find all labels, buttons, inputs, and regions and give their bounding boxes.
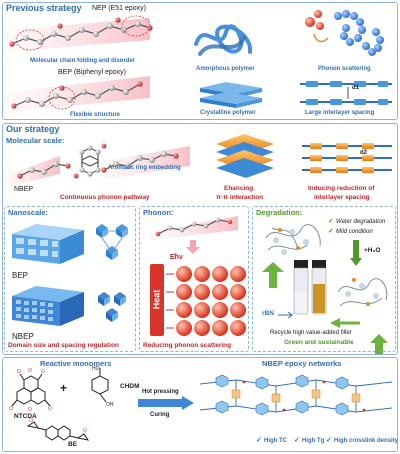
inducing-label-2: interlayer spacing (314, 194, 370, 201)
amorphous-polymer-graphic (194, 24, 253, 56)
chdm-structure: HO OH (91, 366, 114, 408)
degradation-panel (252, 206, 396, 352)
svg-text:OH: OH (106, 402, 114, 408)
be-structure: OO (26, 418, 90, 441)
degradation-title: Degradation: (256, 208, 303, 217)
be-label: BE (68, 441, 78, 448)
bottom-panel (2, 357, 398, 452)
our-strategy-title: Our strategy (6, 124, 60, 134)
crystalline-label: Crystalline polymer (200, 110, 256, 116)
phonon-sphere-lattice (166, 266, 246, 336)
green-label: Green and sustainable (284, 339, 354, 346)
reactive-title: Reactive monomers (40, 359, 112, 368)
crosslink-label: High crosslink density (334, 438, 399, 444)
recycle-label: Recycle high value-added filler (270, 330, 352, 336)
nep-molecule (8, 15, 153, 112)
pi-pi-graphic (216, 134, 274, 178)
check-1-mark: ✓ (328, 218, 334, 225)
check-2-mark: ✓ (328, 228, 334, 235)
our-strategy-panel (2, 123, 398, 355)
domain-label: Domain size and spacing regulation (8, 342, 119, 349)
nbep-domain-icons (98, 292, 126, 322)
flexible-label: Flexible structure (70, 112, 121, 118)
svg-text:O: O (28, 368, 32, 374)
nbep-molecule-label: NBEP (14, 186, 34, 193)
network-cluster-right (337, 278, 388, 307)
nano-nbep-label: NBEP (12, 332, 34, 341)
phonon-molecule (150, 216, 238, 240)
tc-check: ✓ (256, 437, 262, 444)
recycle-arrow-left (262, 262, 284, 288)
aromatic-molecule (73, 143, 107, 179)
bep-domain-icons (96, 224, 128, 260)
rbn-label: rBN (262, 310, 274, 317)
ntcda-label: NTCDA (14, 413, 37, 420)
svg-text:O: O (9, 406, 13, 412)
svg-text:O: O (41, 369, 45, 375)
inducing-label-1: Inducing reduction of (308, 185, 375, 192)
hot-press-arrow (138, 396, 194, 410)
aromatic-label-1: Aromatic ring embedding (108, 165, 181, 171)
h2o-arrow (350, 240, 362, 266)
svg-text:O: O (29, 418, 33, 424)
tc-label: High TC (264, 438, 287, 444)
nep-label: NEP (E51 epoxy) (92, 5, 146, 12)
ntcda-structure: O O O O O O (9, 368, 52, 413)
svg-text:O: O (48, 406, 52, 412)
interlayer-label: Large interlayer spacing (305, 110, 375, 116)
previous-strategy-panel (2, 2, 398, 120)
bep-cube-array (12, 224, 84, 264)
recycle-arrow-bottom (330, 318, 360, 328)
reduced-interlayer-graphic (302, 143, 392, 173)
enhancing-label: Ehancing (224, 185, 254, 192)
nbep-molecule (4, 146, 190, 188)
folding-label: Molecular chain folding and disorder (30, 58, 136, 64)
d1-label: d1 (352, 85, 360, 91)
h2o-label: +H₂O (364, 247, 381, 254)
check-2-label: Mild condition (336, 229, 373, 235)
molecular-scale-title: Molecular scale: (6, 136, 65, 145)
nano-bep-label: BEP (12, 271, 29, 280)
svg-text:O: O (83, 428, 87, 434)
nanoscale-panel (4, 206, 136, 352)
network-title: NBEP epoxy networks (262, 359, 342, 368)
phonon-title: Phonon: (143, 208, 174, 217)
heat-label: Heat (151, 289, 162, 310)
svg-text:O: O (28, 407, 32, 413)
previous-strategy-title: Previous strategy (6, 3, 82, 13)
reducing-label: Reducing phonon scattering (143, 342, 232, 349)
curing-label: Curing (150, 412, 170, 418)
phonon-scattering-graphic (305, 10, 384, 56)
nbep-cube-array (12, 286, 84, 326)
svg-text:O: O (17, 369, 21, 375)
plus-sign: + (60, 381, 68, 395)
bep-label: BEP (Biphenyl epoxy) (58, 69, 126, 76)
nanoscale-title: Nanoscale: (8, 208, 49, 217)
rbn-arrow (278, 311, 293, 319)
interlayer-graphic (300, 81, 392, 105)
continuous-label: Continuous phonon pathway (60, 194, 150, 201)
ehv-label: Eħν (170, 254, 183, 261)
svg-text:HO: HO (92, 366, 100, 372)
tg-check: ✓ (294, 437, 300, 444)
crystalline-polymer-graphic (200, 82, 262, 108)
network-cluster-top (265, 224, 321, 255)
hot-pressing-label: Hot pressing (142, 389, 179, 395)
crosslink-check: ✓ (326, 437, 332, 444)
tg-label: High Tg (302, 438, 325, 444)
d2-label: d2 (360, 150, 368, 156)
phonon-panel (139, 206, 249, 352)
epoxy-network-graphic (199, 374, 393, 416)
vials (293, 260, 327, 315)
heat-bar (150, 264, 164, 336)
phonon-label: Phonon scattering (318, 66, 371, 72)
chdm-label: CHDM (120, 383, 140, 390)
pipi-label: π-π interaction (216, 194, 264, 201)
amorphous-label: Amorphous polymer (196, 66, 255, 72)
up-arrow-green (370, 334, 388, 354)
check-1-label: Water degradation (336, 219, 386, 225)
phonon-down-arrow (186, 240, 200, 254)
